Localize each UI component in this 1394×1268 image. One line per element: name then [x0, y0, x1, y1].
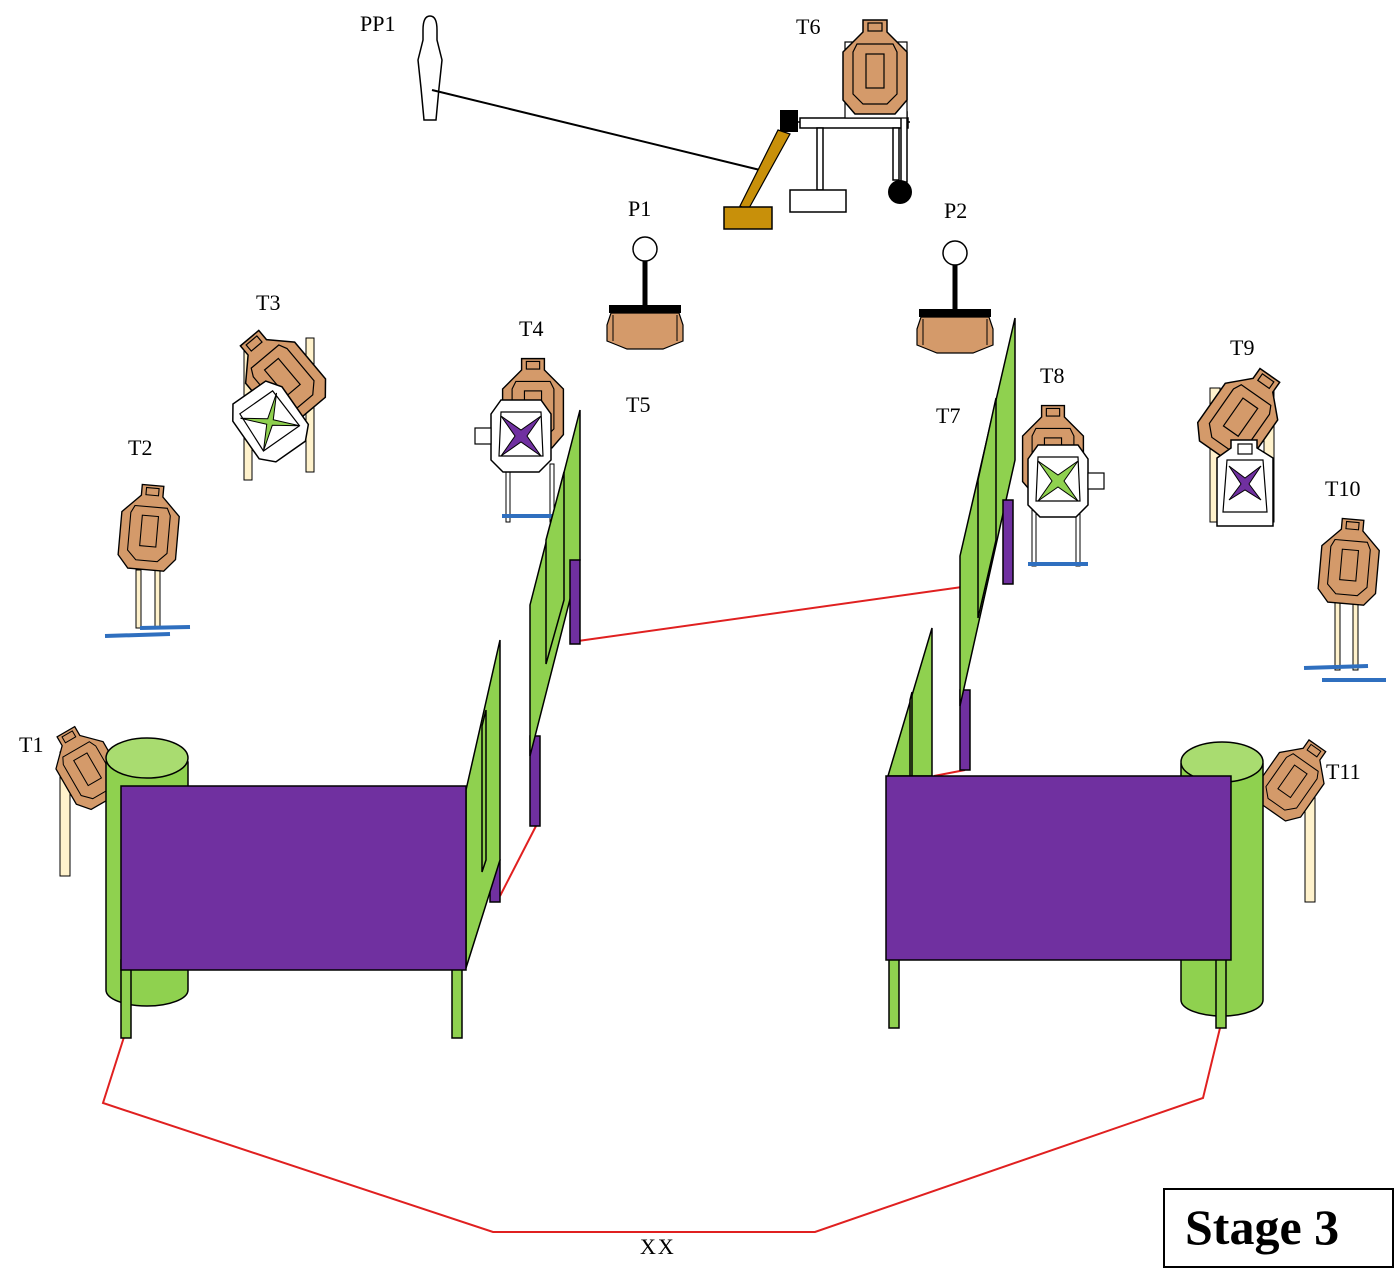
fault-line-left-gap: [499, 825, 537, 897]
fault-line-right-gap: [933, 769, 966, 777]
target-t2: [104, 482, 191, 638]
target-t11: [1248, 729, 1341, 903]
label-t6: T6: [796, 14, 820, 39]
target-t3: [224, 316, 336, 481]
label-t1: T1: [19, 732, 43, 757]
label-p2: P2: [944, 198, 967, 223]
fault-line-center: [577, 586, 963, 642]
label-pp1: PP1: [360, 11, 395, 36]
label-t2: T2: [128, 435, 152, 460]
wall-left: [465, 409, 581, 969]
target-t8: [1021, 404, 1105, 567]
table-left: [120, 785, 467, 1039]
label-t9: T9: [1230, 335, 1254, 360]
label-t7: T7: [936, 403, 960, 428]
target-t10: [1303, 516, 1386, 682]
target-t4: [474, 357, 565, 523]
label-start-position: XX: [640, 1234, 676, 1258]
stage-title: Stage 3: [1185, 1199, 1340, 1255]
label-t8: T8: [1040, 363, 1064, 388]
label-t5: T5: [626, 392, 650, 417]
popper-p2-with-t7: [917, 241, 993, 353]
table-right: [885, 775, 1232, 1029]
popper-p1-with-t5: [607, 237, 683, 349]
label-t4: T4: [519, 316, 543, 341]
label-p1: P1: [628, 196, 651, 221]
wall-right: [886, 317, 1016, 777]
swinger-assembly-t6: [723, 19, 912, 230]
fault-lines: [101, 586, 1221, 1233]
target-t9: [1188, 356, 1297, 527]
target-t1: [41, 717, 131, 877]
fault-line-bottom: [101, 1027, 1221, 1233]
label-t10: T10: [1325, 476, 1360, 501]
activation-cable: [431, 89, 761, 171]
label-t11: T11: [1326, 759, 1361, 784]
penalty-popper-pp1: [417, 15, 761, 171]
label-t3: T3: [256, 290, 280, 315]
